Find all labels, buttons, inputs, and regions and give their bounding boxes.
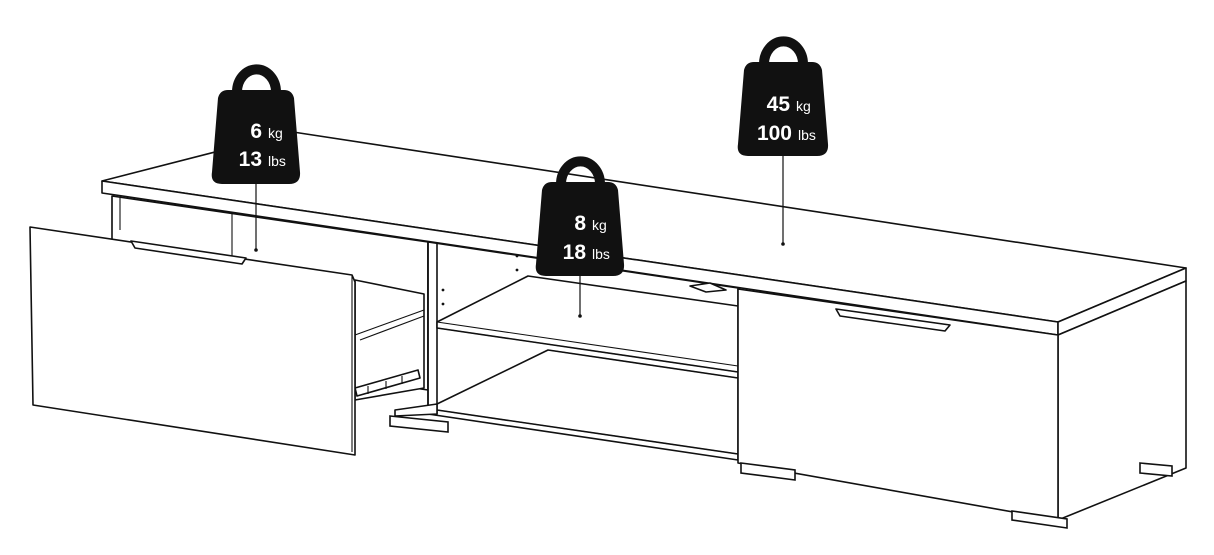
cabinet-feet	[389, 415, 1173, 529]
weight-right-metric-value: 45	[767, 93, 791, 116]
top-recess-mark	[689, 282, 727, 293]
middle-bottom-front-edge	[436, 409, 739, 455]
shelf-pin-holes	[441, 254, 519, 306]
weight-icon-right	[737, 62, 829, 156]
left-drawer-runner	[354, 369, 421, 397]
cabinet-base-plinth	[394, 403, 438, 417]
middle-shelf-front-edge	[436, 327, 739, 373]
load-weight-right: 45 kg 100 lbs	[737, 36, 829, 246]
left-drawer-runner-detail	[367, 376, 403, 394]
foot-middle	[740, 462, 796, 481]
foot-front-right	[1011, 510, 1068, 529]
weight-right-imperial-unit: lbs	[798, 127, 816, 143]
right-drawer-handle	[835, 308, 951, 332]
weight-icon-left	[211, 90, 301, 184]
weight-middle-metric-unit: kg	[592, 217, 607, 233]
load-point-left	[254, 248, 258, 252]
load-weight-left: 6 kg 13 lbs	[211, 64, 301, 252]
weight-left-imperial-unit: lbs	[268, 153, 286, 169]
weight-handle-middle	[556, 156, 605, 185]
weight-left-metric-value: 6	[250, 120, 262, 143]
middle-shelf-top-edge	[436, 321, 739, 367]
weight-handle-left	[232, 64, 281, 93]
load-weight-middle: 8 kg 18 lbs	[535, 156, 625, 318]
weight-icon-middle	[535, 182, 625, 276]
weight-right-metric-unit: kg	[796, 98, 811, 114]
foot-back-right	[1139, 462, 1173, 477]
left-drawer-box-rim-inner	[359, 315, 425, 341]
left-drawer-front	[29, 226, 356, 456]
left-drawer-box-rim	[354, 309, 425, 336]
weight-handle-right	[759, 36, 808, 65]
weight-right-imperial-value: 100	[757, 122, 792, 145]
weight-middle-metric-value: 8	[574, 212, 586, 235]
weight-middle-imperial-value: 18	[563, 241, 587, 264]
load-point-middle	[578, 314, 582, 318]
weight-left-imperial-value: 13	[239, 148, 262, 171]
weight-left-metric-unit: kg	[268, 125, 283, 141]
load-point-right	[781, 242, 785, 246]
middle-bottom-back-edge	[547, 349, 739, 379]
left-drawer-open	[29, 226, 425, 456]
left-drawer-handle	[130, 240, 247, 265]
foot-front-left	[389, 415, 449, 433]
weight-middle-imperial-unit: lbs	[592, 246, 610, 262]
